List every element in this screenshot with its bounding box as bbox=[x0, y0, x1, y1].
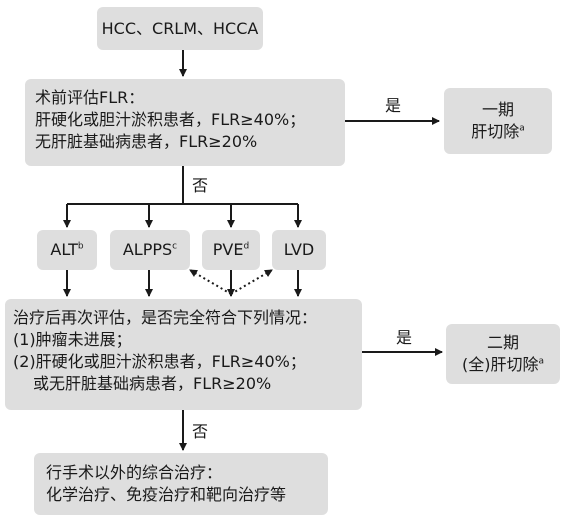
option-alt-label: ALT bbox=[50, 240, 78, 259]
stage1-sup: a bbox=[519, 123, 525, 134]
dotted-arrow-to-alpps bbox=[189, 269, 232, 295]
assess2-item1: (1)肿瘤未进展； bbox=[13, 330, 132, 349]
stage2-line2: (全)肝切除 bbox=[461, 355, 539, 374]
option-pve-label: PVE bbox=[212, 240, 244, 259]
yes-label-2: 是 bbox=[396, 328, 413, 347]
alt-treatment-list: 化学治疗、免疫治疗和靶向治疗等 bbox=[46, 485, 287, 504]
assess2-title: 治疗后再次评估，是否完全符合下列情况： bbox=[13, 308, 318, 327]
assess1-no-disease: 无肝脏基础病患者，FLR≥20% bbox=[35, 132, 258, 151]
option-lvd-label: LVD bbox=[283, 240, 315, 259]
start-box: HCC、CRLM、HCCA bbox=[97, 7, 263, 50]
option-lvd-box: LVD bbox=[272, 230, 326, 270]
no-label-2: 否 bbox=[192, 422, 209, 441]
option-pve-sup: d bbox=[243, 241, 250, 252]
assess2-item2-cont: 或无肝脏基础病患者，FLR≥20% bbox=[33, 374, 272, 393]
option-alt-sup: b bbox=[77, 241, 84, 252]
stage2-line1: 二期 bbox=[486, 333, 519, 352]
assess1-cirrhosis: 肝硬化或胆汁淤积患者，FLR≥40%； bbox=[35, 110, 306, 129]
stage2-sup: a bbox=[538, 356, 544, 367]
assess1-title: 术前评估FLR： bbox=[35, 88, 145, 107]
option-alpps-label: ALPPS bbox=[122, 240, 173, 259]
stage2-resection-box: 二期 (全)肝切除a bbox=[446, 324, 560, 384]
no-label-1: 否 bbox=[192, 176, 209, 195]
option-alpps-box: ALPPSc bbox=[110, 230, 190, 270]
non-surgical-treatment-box: 行手术以外的综合治疗： 化学治疗、免疫治疗和靶向治疗等 bbox=[34, 453, 328, 515]
reassessment-box: 治疗后再次评估，是否完全符合下列情况： (1)肿瘤未进展； (2)肝硬化或胆汁淤… bbox=[5, 299, 362, 410]
stage1-line1: 一期 bbox=[481, 100, 514, 119]
dotted-arrow-to-lvd bbox=[230, 269, 273, 295]
stage1-resection-box: 一期 肝切除a bbox=[444, 88, 552, 154]
yes-label-1: 是 bbox=[385, 96, 402, 115]
alt-treatment-title: 行手术以外的综合治疗： bbox=[46, 463, 223, 482]
assess2-item2: (2)肝硬化或胆汁淤积患者，FLR≥40%； bbox=[13, 352, 306, 371]
option-alpps-sup: c bbox=[172, 241, 178, 252]
start-text: HCC、CRLM、HCCA bbox=[101, 18, 259, 38]
preop-assessment-box: 术前评估FLR： 肝硬化或胆汁淤积患者，FLR≥40%； 无肝脏基础病患者，FL… bbox=[25, 79, 345, 166]
stage1-line2: 肝切除 bbox=[471, 122, 520, 141]
option-alt-box: ALTb bbox=[37, 230, 97, 270]
option-pve-box: PVEd bbox=[202, 230, 260, 270]
